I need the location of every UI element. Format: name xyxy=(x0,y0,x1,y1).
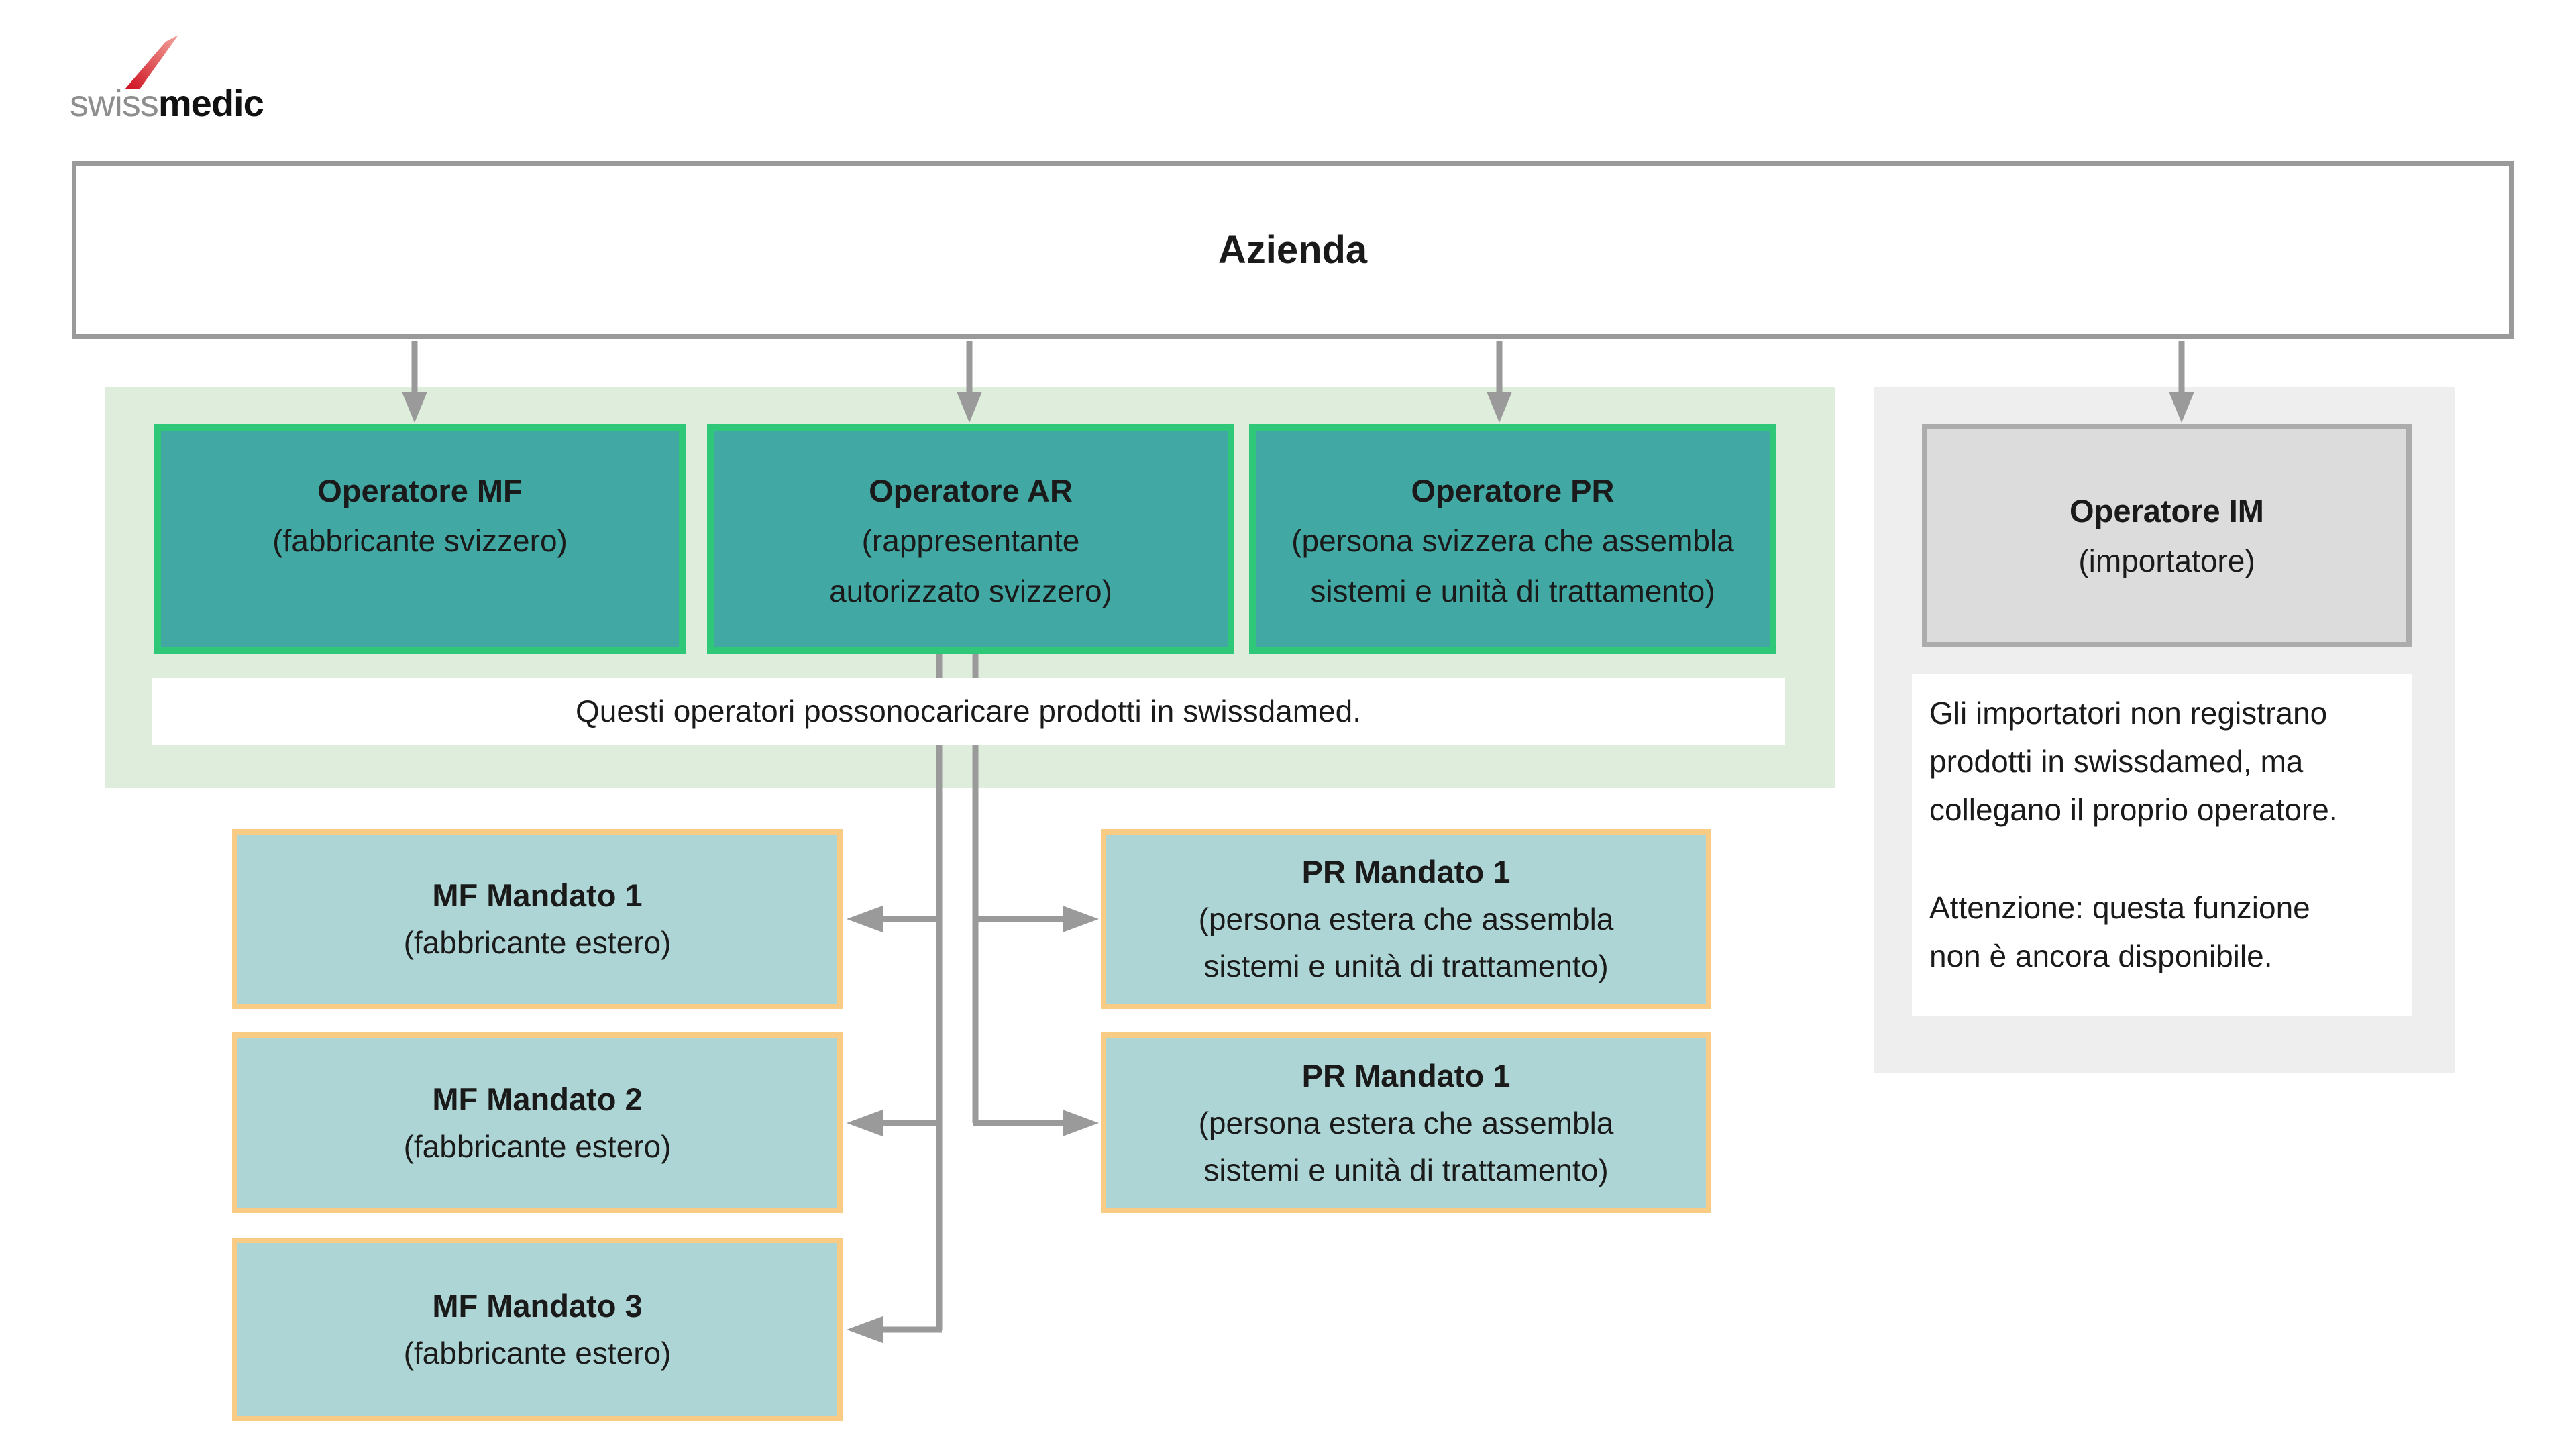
operator-ar-subtitle-line1: (rappresentante xyxy=(861,523,1080,558)
pr-mandate-1-subtitle-line1: (persona estera che assembla xyxy=(1198,902,1614,936)
operator-pr-title: Operatore PR xyxy=(1411,473,1615,508)
importer-note-line: Attenzione: questa funzione xyxy=(1929,890,2310,925)
operator-mf-box: Operatore MF (fabbricante svizzero) xyxy=(154,424,686,654)
pr-mandate-1-box: PR Mandato 1 (persona estera che assembl… xyxy=(1101,829,1711,1009)
mf-mandate-3-subtitle: (fabbricante estero) xyxy=(403,1336,672,1371)
operator-ar-box: Operatore AR (rappresentante autorizzato… xyxy=(707,424,1234,654)
pr-mandate-2-box: PR Mandato 1 (persona estera che assembl… xyxy=(1101,1032,1711,1213)
pr-mandate-2-title: PR Mandato 1 xyxy=(1301,1057,1511,1093)
operator-pr-subtitle-line1: (persona svizzera che assembla xyxy=(1291,523,1734,558)
operator-ar-subtitle-line2: autorizzato svizzero) xyxy=(829,574,1112,608)
logo-swoosh-icon xyxy=(125,35,178,89)
importer-note: Gli importatori non registrano prodotti … xyxy=(1912,674,2412,1016)
pr-mandate-1-subtitle-line2: sistemi e unità di trattamento) xyxy=(1203,949,1609,983)
importer-note-line: Gli importatori non registrano xyxy=(1929,696,2328,731)
logo-wordmark-black: medic xyxy=(158,82,264,124)
pr-mandate-1-title: PR Mandato 1 xyxy=(1301,854,1511,890)
operator-mf-subtitle: (fabbricante svizzero) xyxy=(272,523,568,558)
mf-mandate-1-title: MF Mandato 1 xyxy=(432,877,643,913)
operator-im-subtitle: (importatore) xyxy=(2078,543,2255,578)
mf-mandate-1-box: MF Mandato 1 (fabbricante estero) xyxy=(232,829,843,1009)
logo-wordmark-gray: swiss xyxy=(70,82,159,124)
operator-im-title: Operatore IM xyxy=(2070,492,2264,529)
mf-mandate-1-subtitle: (fabbricante estero) xyxy=(403,925,672,960)
importer-note-line: prodotti in swissdamed, ma xyxy=(1929,744,2304,779)
mf-mandate-3-box: MF Mandato 3 (fabbricante estero) xyxy=(232,1238,843,1421)
pr-mandate-2-subtitle-line1: (persona estera che assembla xyxy=(1198,1105,1614,1140)
importer-note-line: non è ancora disponibile. xyxy=(1929,938,2273,973)
operator-pr-box: Operatore PR (persona svizzera che assem… xyxy=(1249,424,1776,654)
operator-ar-title: Operatore AR xyxy=(869,473,1073,508)
importer-note-paragraph-gap xyxy=(1929,834,2405,883)
operator-pr-subtitle-line2: sistemi e unità di trattamento) xyxy=(1310,574,1715,608)
mf-mandate-2-title: MF Mandato 2 xyxy=(432,1081,643,1117)
importer-note-line: collegano il proprio operatore. xyxy=(1929,792,2338,827)
swissdamed-note-strip: Questi operatori possonocaricare prodott… xyxy=(152,678,1785,745)
pr-mandate-2-subtitle-line2: sistemi e unità di trattamento) xyxy=(1203,1152,1609,1187)
company-label: Azienda xyxy=(1218,228,1368,272)
operator-mf-title: Operatore MF xyxy=(317,473,523,508)
swissdamed-note-text: Questi operatori possonocaricare prodott… xyxy=(575,694,1362,729)
logo-wordmark: swissmedic xyxy=(70,83,264,123)
company-box: Azienda xyxy=(72,161,2514,339)
mf-mandate-3-title: MF Mandato 3 xyxy=(432,1288,643,1324)
swissmedic-logo: swissmedic xyxy=(70,27,472,134)
mf-mandate-2-subtitle: (fabbricante estero) xyxy=(403,1128,672,1164)
mf-mandate-2-box: MF Mandato 2 (fabbricante estero) xyxy=(232,1032,843,1213)
operator-im-box: Operatore IM (importatore) xyxy=(1922,424,2412,647)
